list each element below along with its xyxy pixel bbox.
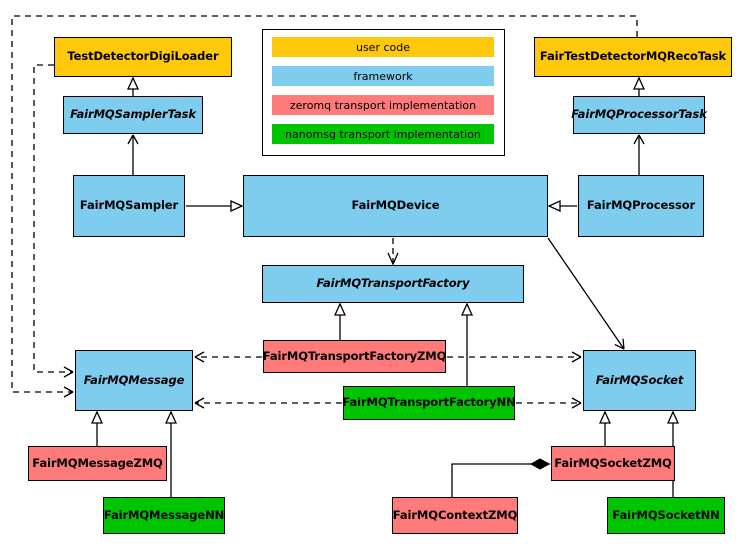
class-node-fairtestdetectormqrecotask[interactable]: FairTestDetectorMQRecoTask	[534, 37, 732, 77]
legend-label-user-code: user code	[355, 40, 411, 54]
class-node-fairmqprocessor[interactable]: FairMQProcessor	[578, 175, 704, 237]
legend-label-framework: framework	[353, 69, 413, 83]
legend-item-zeromq: zeromq transport implementation	[272, 95, 494, 115]
class-node-testdetectordigiloader[interactable]: TestDetectorDigiLoader	[54, 37, 232, 77]
class-node-fairmqdevice[interactable]: FairMQDevice	[243, 175, 548, 237]
class-node-fairmqprocessortask[interactable]: FairMQProcessorTask	[571, 96, 707, 134]
class-node-fairmqsocketzmq[interactable]: FairMQSocketZMQ	[551, 446, 675, 481]
class-node-fairmqsampler[interactable]: FairMQSampler	[73, 175, 185, 237]
class-node-fairmqsocketnn[interactable]: FairMQSocketNN	[607, 497, 725, 534]
class-node-fairmqmessagezmq[interactable]: FairMQMessageZMQ	[28, 446, 167, 481]
legend-item-framework: framework	[272, 66, 494, 86]
class-node-fairmqmessage[interactable]: FairMQMessage	[75, 350, 193, 411]
class-node-fairmqtransportfactoryzmq[interactable]: FairMQTransportFactoryZMQ	[263, 340, 446, 373]
legend-label-zeromq: zeromq transport implementation	[289, 98, 477, 112]
legend-item-nanomsg: nanomsg transport implementation	[272, 124, 494, 144]
edge-device-socket	[547, 237, 625, 350]
class-node-fairmqtransportfactory[interactable]: FairMQTransportFactory	[262, 265, 524, 303]
legend-label-nanomsg: nanomsg transport implementation	[285, 127, 481, 141]
class-node-fairmqtransportfactorynn[interactable]: FairMQTransportFactoryNN	[342, 386, 516, 420]
class-node-fairmqsocket[interactable]: FairMQSocket	[583, 350, 696, 411]
class-node-fairmqcontextzmq[interactable]: FairMQContextZMQ	[392, 497, 518, 534]
class-node-fairmqsamplertask[interactable]: FairMQSamplerTask	[63, 96, 203, 134]
class-node-fairmqmessagenn[interactable]: FairMQMessageNN	[103, 497, 225, 534]
legend-item-user-code: user code	[272, 37, 494, 57]
edge-contextzmq-socketzmq	[451, 464, 550, 497]
